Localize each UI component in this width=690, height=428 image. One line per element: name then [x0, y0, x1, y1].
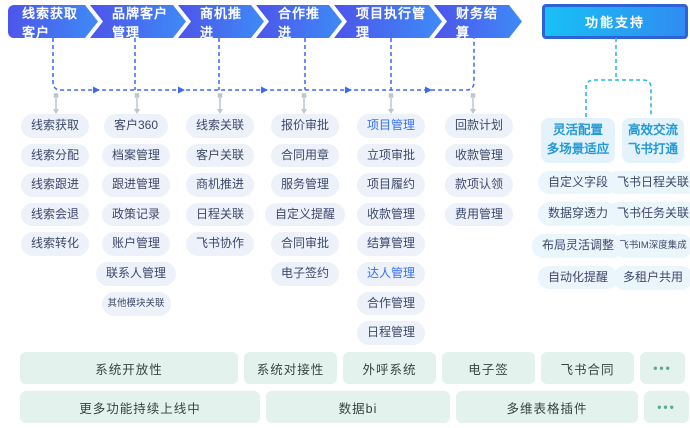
feature-column-5: 项目管理立项审批项目履约收款管理结算管理达人管理合作管理日程管理: [356, 114, 426, 345]
feature-pill: 联系人管理: [95, 261, 177, 286]
support-connector: [585, 38, 652, 117]
flow-step-6[interactable]: 财务结算: [434, 5, 522, 38]
flow-step-3[interactable]: 商机推进: [178, 5, 264, 38]
capability-box: 系统对接性: [244, 352, 337, 384]
feature-pill: 项目履约: [356, 173, 426, 197]
capability-box: 多维表格插件: [456, 391, 638, 423]
feature-pill: 达人管理: [356, 261, 426, 286]
support-pill: 飞书日程关联: [606, 170, 690, 195]
feature-pill: 结算管理: [356, 232, 426, 256]
capability-box: 系统开放性: [20, 352, 238, 384]
feature-pill: 线索转化: [20, 232, 90, 256]
capability-box: 更多功能持续上线中: [20, 391, 260, 423]
support-group-title: 灵活配置多场景适应: [540, 118, 616, 163]
feature-pill: 日程关联: [185, 202, 255, 227]
support-pill: 布局灵活调整: [531, 233, 625, 258]
support-button[interactable]: 功能支持: [542, 4, 688, 39]
feature-pill: 线索关联: [185, 114, 255, 138]
support-title-line: 高效交流: [627, 123, 679, 137]
support-pill: 自定义字段: [537, 170, 619, 195]
more-features-ellipsis[interactable]: •••: [644, 391, 689, 423]
feature-pill: 商机推进: [185, 173, 255, 197]
feature-pill: 合同审批: [270, 232, 340, 256]
support-group-1: 灵活配置多场景适应自定义字段数据穿透力布局灵活调整自动化提醒: [531, 118, 625, 290]
support-pill: 飞书任务关联: [606, 202, 690, 226]
feature-pill: 报价审批: [270, 114, 340, 138]
feature-pill: 政策记录: [101, 202, 171, 227]
support-title-line: 灵活配置: [552, 123, 604, 137]
feature-pill: 线索会退: [20, 202, 90, 227]
flow-step-4[interactable]: 合作推进: [256, 5, 342, 38]
flow-step-2[interactable]: 品牌客户管理: [90, 5, 186, 38]
support-title-line: 飞书打通: [627, 142, 679, 157]
feature-pill: 立项审批: [356, 143, 426, 168]
feature-pill: 合同用章: [270, 143, 340, 168]
feature-pill: 电子签约: [270, 261, 340, 286]
support-pill: 多租户共用: [612, 266, 690, 290]
bottom-row-1: 系统开放性系统对接性外呼系统电子签飞书合同•••: [20, 352, 685, 384]
feature-pill: 档案管理: [101, 143, 171, 168]
feature-pill: 自定义提醒: [264, 202, 346, 227]
feature-pill: 款项认领: [444, 173, 514, 197]
capability-box: 外呼系统: [343, 352, 436, 384]
flow-step-5[interactable]: 项目执行管理: [334, 5, 442, 38]
support-group-2: 高效交流飞书打通飞书日程关联飞书任务关联飞书IM深度集成多租户共用: [606, 118, 690, 290]
capability-box: 数据bi: [266, 391, 450, 423]
feature-pill: 线索获取: [20, 114, 90, 138]
feature-pill: 飞书协作: [185, 232, 255, 256]
process-flow: 线索获取客户品牌客户管理商机推进合作推进项目执行管理财务结算: [8, 5, 522, 38]
more-features-ellipsis[interactable]: •••: [640, 352, 685, 384]
flow-step-1[interactable]: 线索获取客户: [8, 5, 98, 38]
feature-column-2: 客户360 档案管理跟进管理政策记录账户管理联系人管理其他模块关联: [95, 114, 177, 316]
feature-column-4: 报价审批合同用章服务管理自定义提醒合同审批电子签约: [264, 114, 346, 286]
feature-column-1: 线索获取线索分配线索跟进线索会退线索转化: [20, 114, 90, 256]
feature-pill: 客户关联: [185, 143, 255, 168]
feature-pill: 服务管理: [270, 173, 340, 197]
feature-pill: 账户管理: [101, 232, 171, 256]
feature-pill: 跟进管理: [101, 173, 171, 197]
feature-pill: 客户360: [103, 114, 169, 138]
feature-column-6: 回款计划收款管理款项认领费用管理: [444, 114, 514, 227]
flow-arrow-icons: [93, 86, 432, 94]
feature-pill: 线索跟进: [20, 173, 90, 197]
feature-column-3: 线索关联客户关联商机推进日程关联飞书协作: [185, 114, 255, 256]
support-pill: 飞书IM深度集成: [613, 233, 690, 259]
support-pill: 数据穿透力: [537, 202, 619, 226]
feature-pill: 日程管理: [356, 321, 426, 345]
flow-connectors-graphic: [52, 38, 652, 117]
feature-pill: 线索分配: [20, 143, 90, 168]
feature-pill: 合作管理: [356, 291, 426, 316]
support-pill: 自动化提醒: [537, 265, 619, 290]
feature-pill: 回款计划: [444, 114, 514, 138]
support-group-title: 高效交流飞书打通: [621, 118, 685, 163]
support-title-line: 多场景适应: [546, 142, 610, 157]
feature-pill: 收款管理: [444, 143, 514, 168]
feature-pill: 费用管理: [444, 202, 514, 227]
feature-pill: 其他模块关联: [101, 291, 171, 316]
feature-pill: 项目管理: [356, 114, 426, 138]
column-pointer-icons: [53, 93, 476, 114]
capability-box: 飞书合同: [541, 352, 634, 384]
feature-pill: 收款管理: [356, 202, 426, 227]
capability-box: 电子签: [442, 352, 535, 384]
